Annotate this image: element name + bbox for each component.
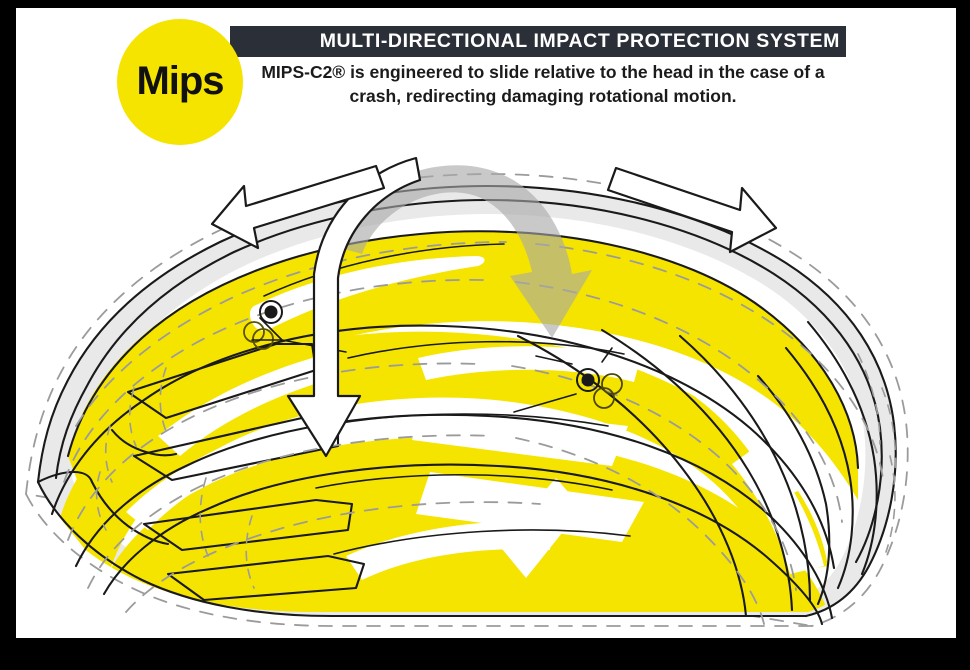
infographic-canvas: MULTI-DIRECTIONAL IMPACT PROTECTION SYST… [16,8,956,638]
outer-shell-dashed-outline [24,173,909,627]
slide-left-arrow [210,164,386,250]
inner-dashed-contours [63,241,897,625]
impact-force-down-arrow [286,156,422,458]
mips-logo: Mips [117,19,243,145]
page-title: MULTI-DIRECTIONAL IMPACT PROTECTION SYST… [319,30,840,52]
header-block: MULTI-DIRECTIONAL IMPACT PROTECTION SYST… [16,8,956,145]
title-bar: MULTI-DIRECTIONAL IMPACT PROTECTION SYST… [230,26,846,57]
mips-attachment-anchor-rear [513,347,623,413]
subtitle-text: MIPS-C2® is engineered to slide relative… [261,62,825,107]
helmet-outlines [36,184,897,626]
helmet-cutaway-svg: .ol { fill:none; stroke:#1a1a1a; stroke-… [24,156,909,627]
helmet-illustration: .ol { fill:none; stroke:#1a1a1a; stroke-… [16,126,956,638]
slide-right-arrow [606,166,778,254]
mips-logo-label: Mips [136,59,224,103]
rotational-motion-arrow [334,165,592,338]
